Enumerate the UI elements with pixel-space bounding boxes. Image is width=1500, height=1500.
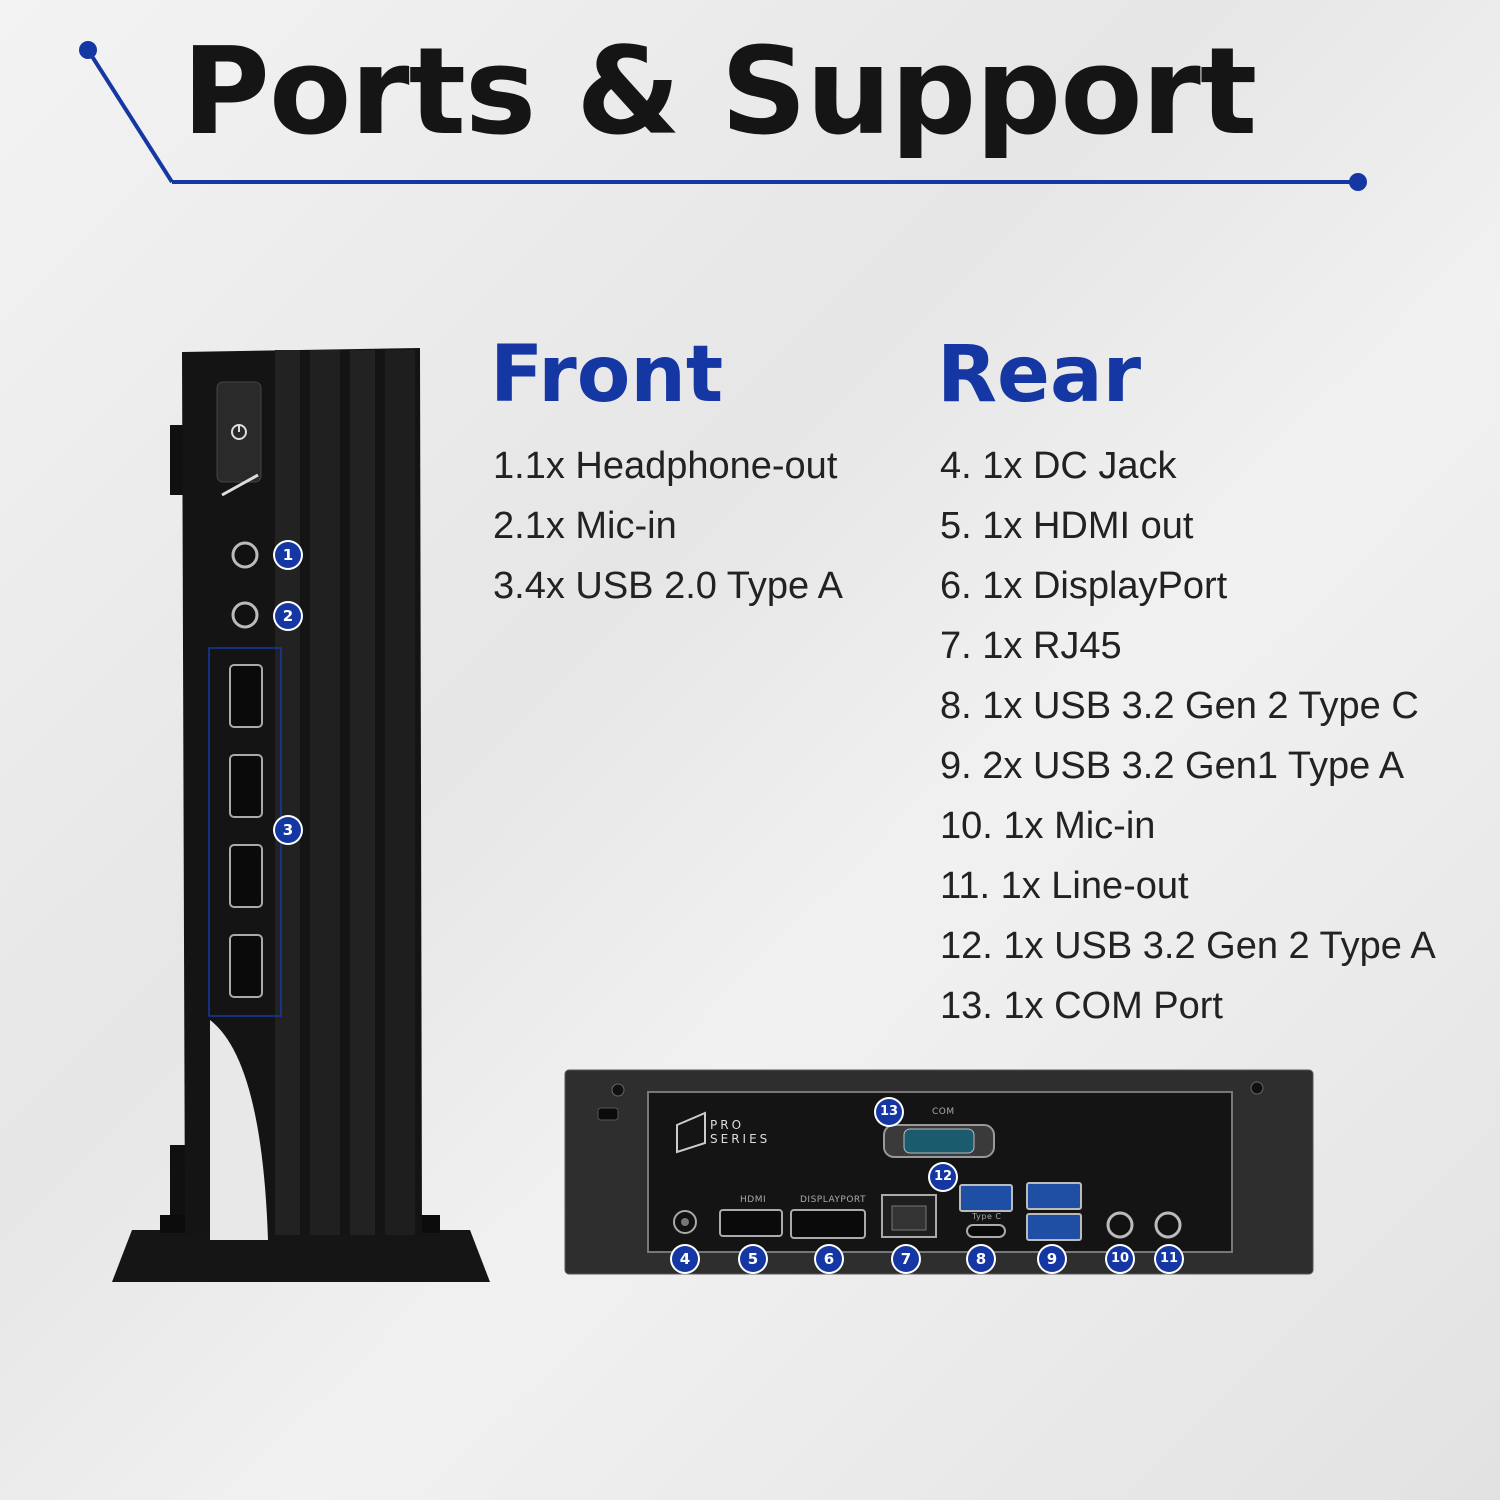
front-heading: Front (490, 330, 724, 420)
list-item: 12. 1x USB 3.2 Gen 2 Type A (940, 925, 1436, 967)
rear-badge-13: 13 (876, 1099, 902, 1125)
front-device-image (112, 348, 490, 1282)
page-title: Ports & Support (182, 23, 1257, 162)
rear-badge-11: 11 (1156, 1246, 1182, 1272)
list-item: 2.1x Mic-in (493, 505, 677, 547)
rear-badge-8: 8 (968, 1246, 994, 1272)
list-item: 4. 1x DC Jack (940, 445, 1177, 487)
rear-badge-5: 5 (740, 1246, 766, 1272)
list-item: 3.4x USB 2.0 Type A (493, 565, 843, 607)
list-item: 7. 1x RJ45 (940, 625, 1122, 667)
rear-label-com: COM (932, 1107, 955, 1117)
rear-heading: Rear (937, 330, 1142, 420)
title-underline-decoration (79, 41, 1367, 191)
list-item: 1.1x Headphone-out (493, 445, 838, 487)
list-item: 11. 1x Line-out (940, 865, 1189, 907)
list-item: 8. 1x USB 3.2 Gen 2 Type C (940, 685, 1419, 727)
rear-device-image (564, 1069, 1314, 1275)
brand-logo-line1: PRO (710, 1118, 745, 1132)
brand-logo-line2: SERIES (710, 1132, 771, 1146)
rear-badge-9: 9 (1039, 1246, 1065, 1272)
list-item: 9. 2x USB 3.2 Gen1 Type A (940, 745, 1405, 787)
rear-badge-10: 10 (1107, 1246, 1133, 1272)
list-item: 13. 1x COM Port (940, 985, 1223, 1027)
rear-badge-12: 12 (930, 1164, 956, 1190)
rear-badge-4: 4 (672, 1246, 698, 1272)
rear-ports-list: 4. 1x DC Jack 5. 1x HDMI out 6. 1x Displ… (940, 436, 1436, 1036)
list-item: 10. 1x Mic-in (940, 805, 1156, 847)
list-item: 5. 1x HDMI out (940, 505, 1194, 547)
front-badge-3: 3 (275, 817, 301, 843)
rear-label-hdmi: HDMI (740, 1195, 767, 1205)
front-badge-1: 1 (275, 542, 301, 568)
front-ports-list: 1.1x Headphone-out 2.1x Mic-in 3.4x USB … (493, 436, 843, 616)
rear-badge-7: 7 (893, 1246, 919, 1272)
list-item: 6. 1x DisplayPort (940, 565, 1228, 607)
rear-label-displayport: DISPLAYPORT (800, 1195, 867, 1205)
rear-badge-6: 6 (816, 1246, 842, 1272)
front-badge-2: 2 (275, 603, 301, 629)
rear-label-type-c: Type C (972, 1212, 1002, 1221)
